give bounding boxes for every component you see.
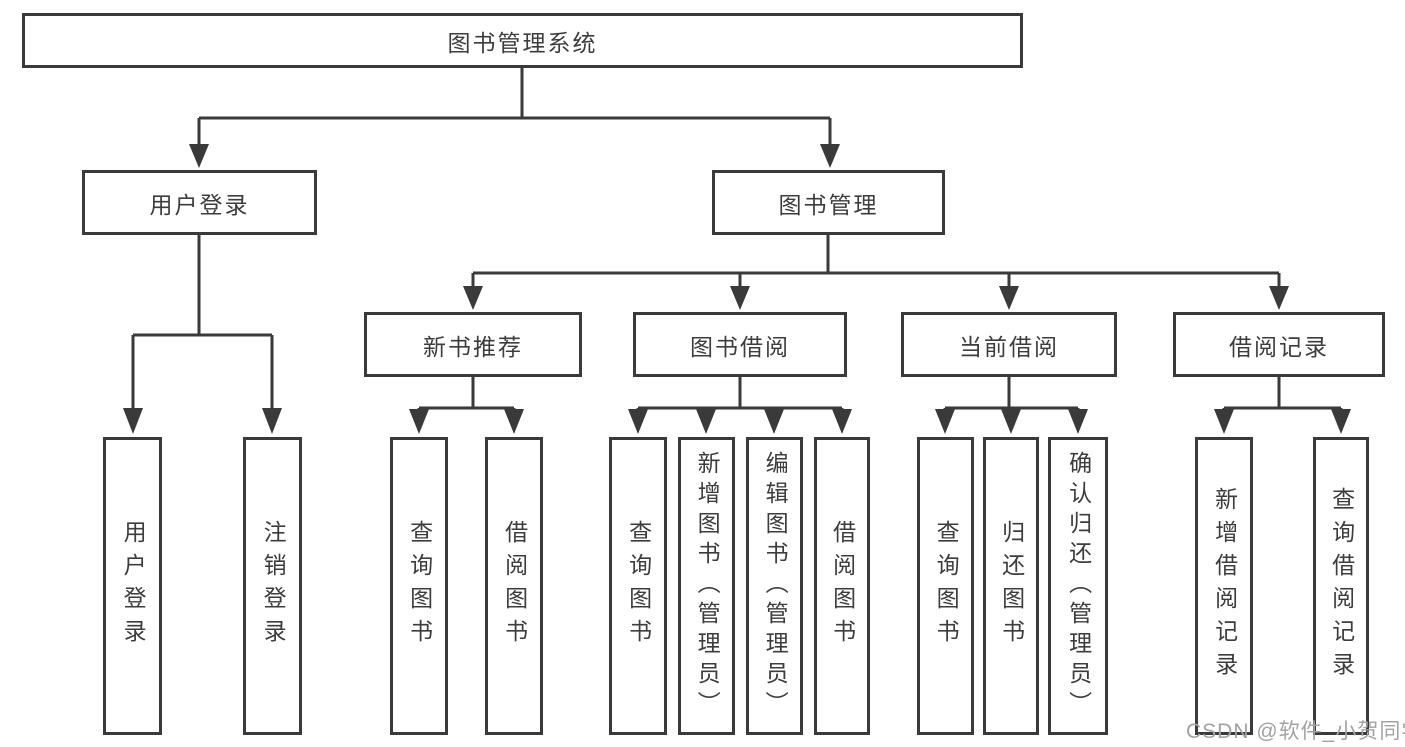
node-new-book-recommend: 新书推荐	[364, 312, 582, 377]
node-borrow-records: 借阅记录	[1173, 312, 1385, 377]
leaf-add-borrow-record: 新增借阅记录	[1195, 437, 1253, 735]
leaf-query-books-current: 查询图书	[917, 437, 974, 735]
leaf-logout: 注销登录	[243, 437, 302, 735]
leaf-query-books-borrow: 查询图书	[609, 437, 667, 735]
leaf-edit-book-admin: 编辑图书（管理员）	[746, 437, 803, 735]
leaf-borrow-books-recommend: 借阅图书	[485, 437, 543, 735]
node-library-management-system: 图书管理系统	[22, 13, 1023, 68]
arrowheads	[123, 144, 1351, 434]
leaf-query-borrow-record: 查询借阅记录	[1313, 437, 1369, 735]
leaf-add-book-admin: 新增图书（管理员）	[678, 437, 735, 735]
leaf-user-login: 用户登录	[103, 437, 162, 735]
node-book-borrow: 图书借阅	[633, 312, 847, 377]
node-current-borrow: 当前借阅	[901, 312, 1117, 377]
leaf-borrow-books-borrow: 借阅图书	[814, 437, 870, 735]
leaf-query-books-recommend: 查询图书	[390, 437, 448, 735]
leaf-confirm-return-admin: 确认归还（管理员）	[1048, 437, 1108, 735]
node-user-login: 用户登录	[82, 170, 317, 235]
csdn-watermark: CSDN @软件_小贺同学	[1186, 720, 1405, 743]
node-book-management: 图书管理	[712, 170, 945, 235]
leaf-return-books: 归还图书	[983, 437, 1039, 735]
